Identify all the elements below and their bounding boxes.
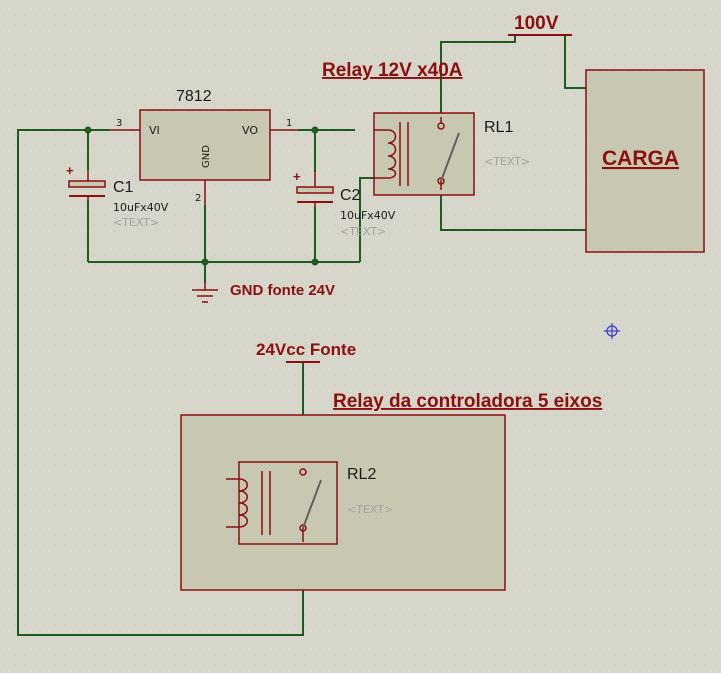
pin-2-number: 2	[195, 193, 201, 204]
rl1-ref: RL1	[484, 119, 513, 136]
junction-dot	[84, 126, 92, 134]
wire-rl1-to-load	[440, 190, 586, 231]
wire-input-loop	[17, 129, 304, 636]
controller-box[interactable]	[180, 414, 506, 591]
crosshair-icon	[604, 323, 620, 339]
ground-symbol	[192, 283, 218, 303]
relay-rl1[interactable]: RL1 <TEXT>	[373, 112, 530, 196]
load-carga[interactable]: CARGA	[585, 69, 705, 253]
carga-label: CARGA	[602, 147, 679, 170]
gnd-label: GND fonte 24V	[230, 282, 335, 299]
rl2-coil-icon	[226, 478, 248, 528]
capacitor-c2[interactable]: + C2 10uFx40V <TEXT>	[293, 169, 396, 238]
junction-dot	[201, 258, 209, 266]
relay-title: Relay 12V x40A	[322, 60, 463, 81]
rl2-contact-top	[299, 468, 307, 476]
c1-plate-top	[68, 180, 106, 188]
junctions	[84, 126, 319, 266]
pin-3-number: 3	[116, 118, 122, 129]
carga-body	[585, 69, 705, 253]
c2-plus-sign: +	[293, 169, 301, 184]
pin-1-number: 1	[286, 118, 292, 129]
pin-gnd-label: GND	[201, 145, 212, 168]
c2-text: <TEXT>	[340, 225, 386, 238]
c1-value: 10uFx40V	[113, 201, 169, 214]
rl1-contact-top	[437, 122, 445, 130]
rl1-coil-icon	[374, 129, 397, 179]
capacitor-c1[interactable]: + C1 10uFx40V <TEXT>	[66, 163, 169, 229]
rl2-switch-arm	[302, 479, 322, 529]
regulator-body	[139, 109, 271, 181]
c2-ref: C2	[340, 187, 361, 204]
regulator-name: 7812	[176, 88, 212, 105]
rl1-text: <TEXT>	[484, 155, 530, 168]
relay-rl2[interactable]: RL2 <TEXT>	[226, 461, 393, 545]
junction-dot	[311, 126, 319, 134]
pin-vo-label: VO	[242, 124, 258, 137]
rl1-body	[373, 112, 475, 196]
wire-100v-to-load	[564, 35, 586, 89]
rl2-body	[238, 461, 338, 545]
c2-plate-top	[296, 186, 334, 194]
rl2-text: <TEXT>	[347, 503, 393, 516]
wire-coil-return	[359, 177, 374, 262]
rl2-ref: RL2	[347, 466, 376, 483]
c1-text: <TEXT>	[113, 216, 159, 229]
controller-label: Relay da controladora 5 eixos	[333, 391, 602, 412]
c1-plus-sign: +	[66, 163, 74, 178]
junction-dot	[311, 258, 319, 266]
wire-100v-feed	[440, 35, 516, 117]
c1-ref: C1	[113, 179, 134, 196]
c2-value: 10uFx40V	[340, 209, 396, 222]
vcc-label: 24Vcc Fonte	[256, 340, 356, 359]
pin-vi-label: VI	[149, 124, 160, 137]
rl1-switch-arm	[440, 132, 460, 182]
regulator-7812[interactable]: 7812 VI VO GND 3 1 2	[110, 88, 298, 205]
v100-label: 100V	[514, 13, 559, 34]
